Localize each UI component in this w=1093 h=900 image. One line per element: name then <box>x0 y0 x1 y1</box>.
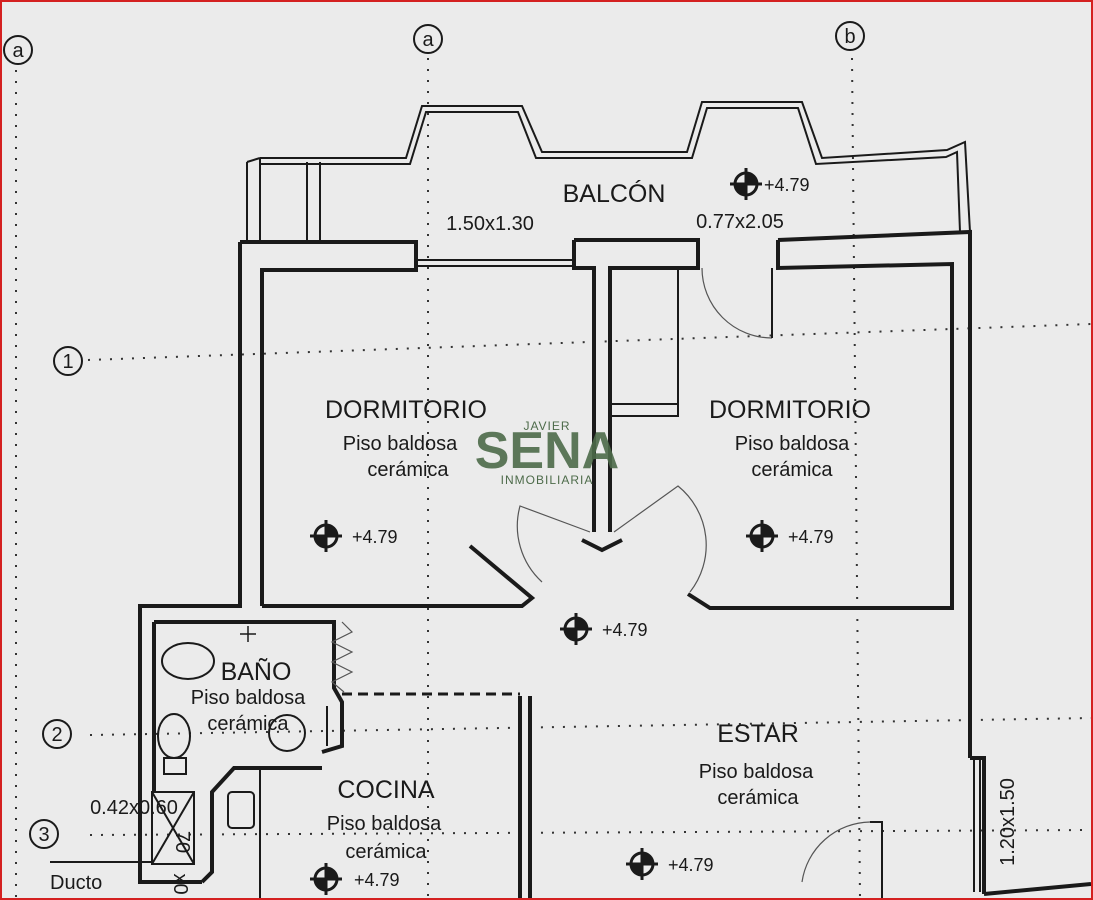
kitchen-sink-icon <box>227 791 255 829</box>
door-arc-left-dorm <box>516 505 591 583</box>
room-name-estar: ESTAR <box>717 720 799 748</box>
door-arc-estar <box>801 821 871 883</box>
axis-markers: a a b 1 2 3 <box>3 21 865 849</box>
level-target-icon <box>310 863 342 895</box>
dim-door-balcony: 0.77x2.05 <box>696 211 784 233</box>
watermark-top: JAVIER <box>523 419 570 433</box>
room-floor-dormitorio-right: Piso baldosa <box>735 433 850 455</box>
room-floor-estar: Piso baldosa <box>699 761 814 783</box>
room-name-cocina: COCINA <box>337 776 435 804</box>
axis-label: a <box>12 40 24 62</box>
door-swings <box>330 267 871 883</box>
room-floor-bano: Piso baldosa <box>191 687 306 709</box>
level-target-icon <box>746 520 778 552</box>
dim-window-right: 1.20x1.50 <box>997 778 1019 866</box>
level-dormitorio-left: +4.79 <box>352 527 398 547</box>
watermark-logo: JAVIER SENA INMOBILIARIA <box>475 419 619 487</box>
level-dormitorio-right: +4.79 <box>788 527 834 547</box>
dim-ducto-size: 0.42x0.60 <box>90 797 178 819</box>
door-arc-right-dorm <box>613 485 707 593</box>
dim-ducto-small: x0 <box>169 873 191 894</box>
door-arc-balcony <box>701 267 773 339</box>
level-markers: +4.79 +4.79 +4.79 +4.79 +4.79 <box>310 168 834 895</box>
axis-marker-3: 3 <box>29 819 59 849</box>
room-floor-dormitorio-left: Piso baldosa <box>343 433 458 455</box>
room-labels: BALCÓN DORMITORIO Piso baldosa cerámica … <box>191 179 871 863</box>
level-estar: +4.79 <box>668 855 714 875</box>
axis-line-1 <box>87 323 1091 361</box>
axis-label: a <box>422 29 434 51</box>
axis-marker-a-left: a <box>3 35 33 65</box>
room-name-dormitorio-left: DORMITORIO <box>325 396 487 424</box>
axis-line-2 <box>89 717 1091 736</box>
axis-label: 2 <box>51 724 62 746</box>
room-name-dormitorio-right: DORMITORIO <box>709 396 871 424</box>
watermark-bottom: INMOBILIARIA <box>501 473 594 487</box>
sink-icon <box>268 714 306 752</box>
axis-marker-2: 2 <box>42 719 72 749</box>
room-name-bano: BAÑO <box>221 657 292 686</box>
room-name-balcon: BALCÓN <box>563 179 666 208</box>
level-target-icon <box>626 848 658 880</box>
toilet-icon <box>157 713 191 759</box>
level-target-icon <box>560 613 592 645</box>
dimension-labels: 1.50x1.30 0.77x2.05 1.20x1.50 0.42x0.60 … <box>50 211 1019 895</box>
fixtures <box>50 626 306 865</box>
axis-marker-1: 1 <box>53 346 83 376</box>
bidet-icon <box>161 642 215 680</box>
room-floor2-dormitorio-left: cerámica <box>367 459 449 481</box>
level-target-icon <box>310 520 342 552</box>
level-hall: +4.79 <box>602 620 648 640</box>
axis-grid <box>15 57 1091 898</box>
level-target-icon <box>730 168 762 200</box>
axis-marker-b: b <box>835 21 865 51</box>
axis-label: 3 <box>38 824 49 846</box>
label-ducto: Ducto <box>50 872 102 894</box>
walls <box>138 229 1091 898</box>
axis-label: b <box>844 26 855 48</box>
room-floor2-bano: cerámica <box>207 713 289 735</box>
room-floor2-cocina: cerámica <box>345 841 427 863</box>
room-floor2-estar: cerámica <box>717 787 799 809</box>
room-floor-cocina: Piso baldosa <box>327 813 442 835</box>
watermark-main: SENA <box>475 422 619 480</box>
balcony-outline <box>246 101 971 242</box>
axis-marker-a: a <box>413 24 443 54</box>
level-balcon: +4.79 <box>764 175 810 195</box>
axis-line-b <box>851 57 861 898</box>
room-floor2-dormitorio-right: cerámica <box>751 459 833 481</box>
axis-label: 1 <box>62 351 73 373</box>
axis-line-3 <box>89 829 1091 836</box>
dim-window-left: 1.50x1.30 <box>446 213 534 235</box>
level-cocina: +4.79 <box>354 870 400 890</box>
bath-door-zigzag <box>330 621 354 693</box>
dim-ducto-side: 70 <box>171 831 193 853</box>
